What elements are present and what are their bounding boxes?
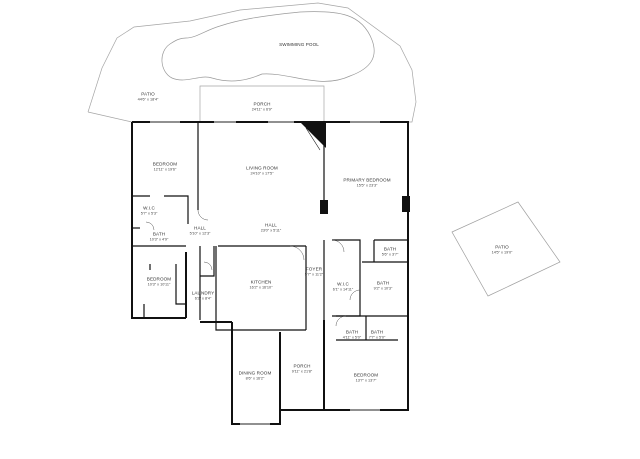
room-swimming-pool: SWIMMING POOL [279,42,319,48]
room-bath-south-2: BATH 7'7" x 5'0" [369,330,386,341]
room-hall-west: HALL 5'10" x 12'3" [190,226,211,237]
room-name: LIVING ROOM [246,165,278,171]
room-bath-south-1: BATH 4'11" x 5'0" [343,330,361,341]
room-laundry: LAUNDRY 6'2" x 8'4" [192,291,215,302]
room-dimensions: 9'2" x 10'3" [373,286,393,291]
room-dimensions: 12'11" x 19'6" [153,167,177,172]
windows [150,121,380,425]
room-name: BATH [152,231,166,237]
room-bedroom-west: BEDROOM 12'11" x 19'6" [153,162,177,173]
room-dimensions: 6'1" x 14'11" [332,287,354,292]
room-bath-west: BATH 10'3" x 4'9" [150,232,169,243]
interior-walls [132,122,408,410]
room-living-room: LIVING ROOM 24'10" x 17'5" [246,166,278,177]
room-dimensions: 14'5" x 19'0" [491,250,513,255]
room-bath-east-1: BATH 5'6" x 3'7" [382,247,399,258]
room-wic-west: W.I.C 5'7" x 5'3" [141,206,158,217]
room-bedroom-southwest: BEDROOM 10'3" x 10'11" [147,277,171,288]
room-name: PORCH [293,363,311,369]
room-dimensions: 6'2" x 8'4" [194,296,212,301]
swimming-pool-outline [161,11,375,82]
room-name: PORCH [253,101,271,107]
room-dimensions: 10'3" x 4'9" [149,237,169,242]
room-name: BEDROOM [152,161,178,167]
room-kitchen: KITCHEN 16'2" x 16'10" [250,280,273,291]
room-dimensions: 10'3" x 10'11" [147,282,171,287]
room-dimensions: 5'10" x 12'3" [189,231,211,236]
room-name: SWIMMING POOL [279,42,319,47]
room-dimensions: 24'10" x 17'5" [250,171,274,176]
room-dimensions: 8'6" x 16'2" [245,376,265,381]
room-hall-center: HALL 23'0" x 5'11" [261,223,282,234]
room-name: HALL [265,222,277,228]
room-dimensions: 9'11" x 21'8" [291,369,313,374]
room-name: W.I.C [143,205,155,211]
room-name: BATH [383,246,397,252]
room-name: KITCHEN [250,279,272,285]
room-dimensions: 5'7" x 5'3" [140,211,158,216]
room-bedroom-southeast: BEDROOM 13'7" x 13'7" [354,373,378,384]
room-name: LAUNDRY [191,290,215,296]
porch-top-outline [199,85,325,122]
room-dimensions: 5'6" x 3'7" [381,252,399,257]
room-name: BATH [370,329,384,335]
room-dimensions: 24'11" x 6'9" [251,107,273,112]
room-name: BEDROOM [146,276,172,282]
room-porch-top: PORCH 24'11" x 6'9" [252,102,273,113]
room-name: BATH [345,329,359,335]
room-name: PATIO [141,91,155,97]
room-bath-east-2: BATH 9'2" x 10'3" [374,281,393,292]
room-name: BATH [376,280,390,286]
door-details [145,209,361,327]
room-name: FOYER [305,266,323,272]
room-dimensions: 5'7" x 11'2" [304,272,324,277]
room-primary-bedroom: PRIMARY BEDROOM 15'5" x 23'3" [343,178,390,189]
room-name: DINING ROOM [238,370,272,376]
room-dimensions: 4'11" x 5'0" [342,335,362,340]
room-wic-east: W.I.C 6'1" x 14'11" [333,282,354,293]
patio-outline-nw [87,2,417,123]
room-dimensions: 16'2" x 16'10" [249,285,273,290]
room-foyer: FOYER 5'7" x 11'2" [305,267,323,278]
room-dimensions: 15'5" x 23'3" [356,183,378,188]
room-dining-room: DINING ROOM 8'6" x 16'2" [239,371,272,382]
room-name: W.I.C [337,281,349,287]
room-name: BEDROOM [353,372,379,378]
room-dimensions: 7'7" x 5'0" [368,335,386,340]
room-name: PRIMARY BEDROOM [343,177,391,183]
room-name: PATIO [495,244,509,250]
room-dimensions: 13'7" x 13'7" [355,378,377,383]
patio-outline-east [451,201,561,297]
room-patio-nw: PATIO 44'6" x 18'4" [138,92,159,103]
room-dimensions: 23'0" x 5'11" [260,228,282,233]
room-patio-east: PATIO 14'5" x 19'0" [492,245,513,256]
room-name: HALL [194,225,206,231]
room-porch-south: PORCH 9'11" x 21'8" [292,364,313,375]
room-dimensions: 44'6" x 18'4" [137,97,159,102]
fireplace-block [300,122,410,214]
